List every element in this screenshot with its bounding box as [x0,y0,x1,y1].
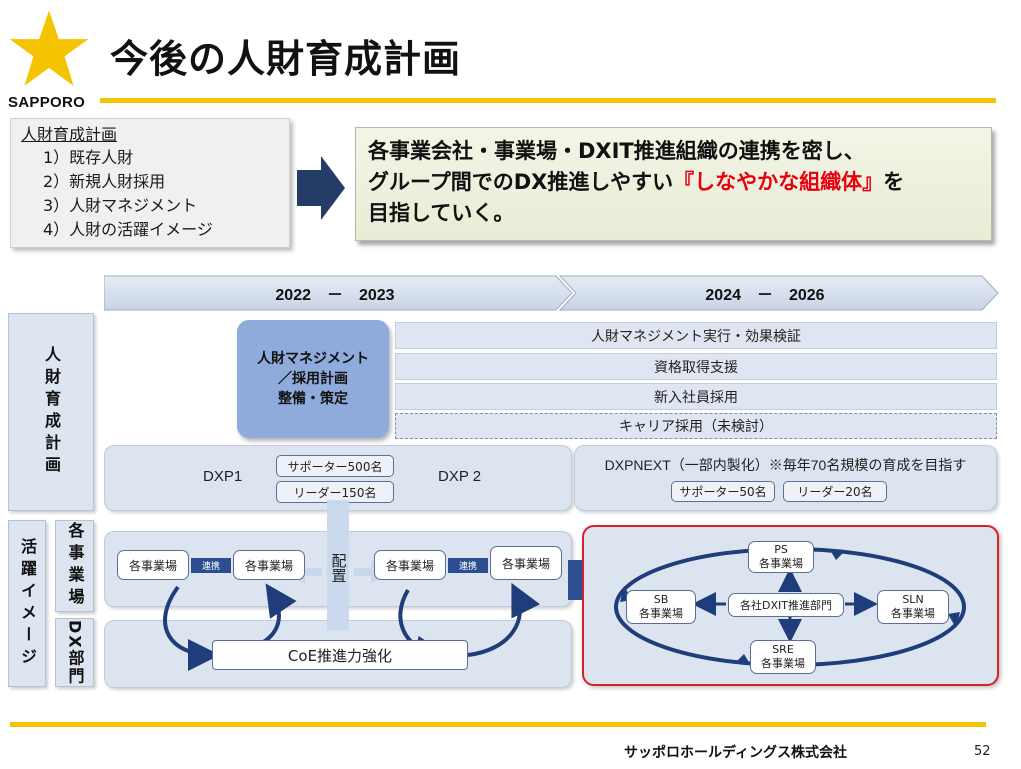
sre-code: SRE [772,643,794,656]
dxpnext-panel [574,445,997,511]
bar-qualification-support: 資格取得支援 [395,353,997,380]
timeline-arrows [104,275,999,311]
sb-label: 各事業場 [639,607,683,620]
ps-code: PS [774,543,788,556]
row-header-activity-label: 活躍イメージ [18,537,37,670]
supporter-pill: サポーター500名 [276,455,394,477]
row-header-activity: 活躍イメージ [8,520,46,687]
leader-pill: リーダー150名 [276,481,394,503]
dxpnext-title: DXPNEXT（一部内製化）※毎年70名規模の育成を目指す [604,457,967,473]
plan-heading: 人財育成計画 [21,125,118,144]
timeline-period-2: 2024 － 2026 [705,287,825,304]
site-node: 各事業場 [117,550,189,580]
goal-line-3: 目指していく。 [368,201,515,225]
dxp2-label: DXP 2 [438,468,482,485]
placement-label: 配置 [329,553,348,583]
row-header-dx-dept: DX部門 [55,618,94,687]
dxp1-label: DXP1 [203,468,243,485]
hr-plan-line-3: 整備・策定 [278,391,348,407]
link-tag: 連携 [448,558,488,573]
footer-divider [10,722,986,727]
sln-label: 各事業場 [891,607,935,620]
row-header-business-sites: 各事業場 [55,520,94,612]
timeline-period-1: 2022 － 2023 [275,287,395,304]
row-header-training-plan-label: 人財育成計画 [42,346,61,478]
right-arrow-icon [297,156,345,220]
goal-line-1: 各事業会社・事業場・DXIT推進組織の連携を密し、 [368,139,865,163]
plan-item: 3）人財マネジメント [43,196,198,215]
bar-career-hiring: キャリア採用（未検討） [395,413,997,439]
dxit-center-node: 各社DXIT推進部門 [728,593,844,617]
sb-code: SB [653,593,669,606]
hr-plan-box: 人財マネジメント ／採用計画 整備・策定 [237,320,389,438]
hr-plan-line-2: ／採用計画 [278,371,348,387]
plan-summary-box: 人財育成計画 1）既存人財 2）新規人財採用 3）人財マネジメント 4）人財の活… [10,118,290,248]
plan-item: 1）既存人財 [43,148,134,167]
site-node: 各事業場 [490,546,562,580]
plan-item: 2）新規人財採用 [43,172,166,191]
sapporo-logo-text: SAPPORO [8,94,86,111]
goal-message-box: 各事業会社・事業場・DXIT推進組織の連携を密し、 グループ間でのDX推進しやす… [355,127,992,241]
site-node: 各事業場 [233,550,305,580]
row-header-business-sites-label: 各事業場 [65,522,85,610]
page-title: 今後の人財育成計画 [110,37,462,81]
star-logo-icon [9,10,89,86]
coe-box: CoE推進力強化 [212,640,468,670]
row-header-dx-dept-label: DX部門 [65,619,85,686]
ps-label: 各事業場 [759,557,803,570]
goal-line-2-end: を [883,170,905,194]
hr-plan-line-1: 人財マネジメント [257,351,369,367]
title-divider [100,98,996,103]
goal-highlight: 『しなやかな組織体』 [673,170,884,194]
site-node: 各事業場 [374,550,446,580]
bar-new-grad-hiring: 新入社員採用 [395,383,997,410]
page-number: 52 [974,744,991,759]
next-supporter-pill: サポーター50名 [671,481,775,502]
link-tag: 連携 [191,558,231,573]
next-leader-pill: リーダー20名 [783,481,887,502]
goal-line-2-text: グループ間でのDX推進しやすい [368,170,674,194]
footer-company: サッポロホールディングス株式会社 [624,745,848,761]
plan-item: 4）人財の活躍イメージ [43,220,213,239]
sln-code: SLN [902,593,924,606]
goal-line-2: グループ間でのDX推進しやすい『しなやかな組織体』を [368,167,991,198]
row-header-training-plan: 人財育成計画 [8,313,94,511]
sre-label: 各事業場 [761,657,805,670]
bar-hr-management: 人財マネジメント実行・効果検証 [395,322,997,349]
